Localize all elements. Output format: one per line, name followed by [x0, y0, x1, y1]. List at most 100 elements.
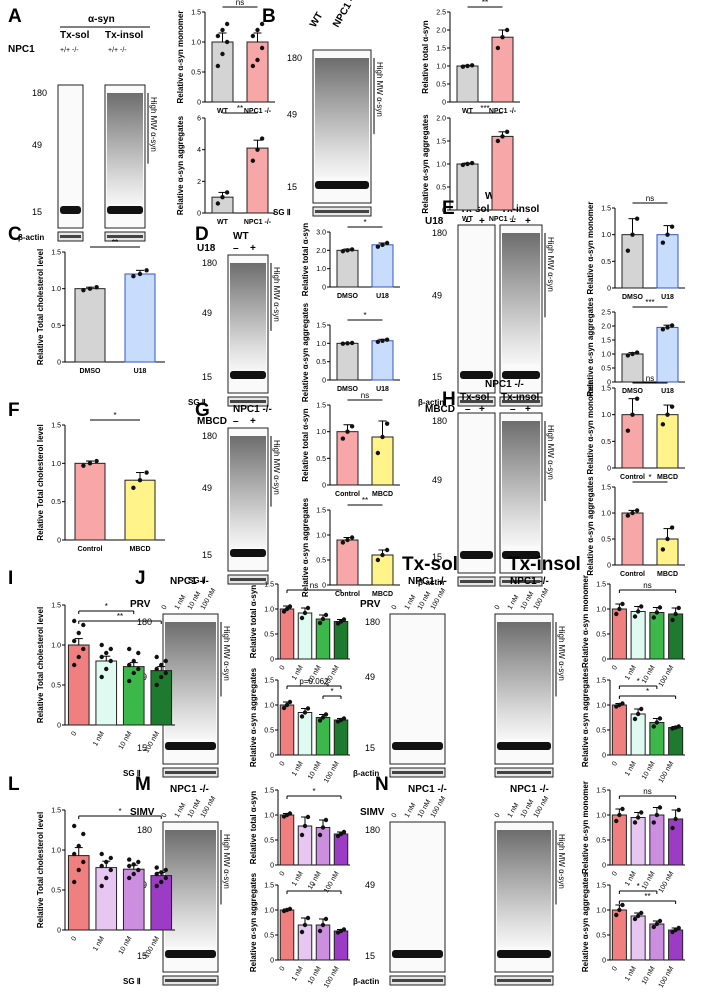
ytick-M2-2: 1.0 [264, 908, 274, 915]
xcat-K2-3: 100 nM [658, 760, 676, 784]
ylabel-B1: Relative total α-syn [421, 20, 430, 93]
ytick-K2-2: 1.0 [596, 703, 606, 710]
gel-N-1-monomer-band [497, 950, 551, 958]
xcat-M2-3: 100 nM [323, 965, 341, 989]
ytick-D1-3: 3.0 [316, 230, 326, 237]
point-N2-0-2 [620, 902, 625, 908]
bar-H1-1 [656, 414, 679, 469]
bar-D2-1 [371, 340, 394, 381]
ytick-D2-2: 1.0 [316, 341, 326, 348]
point-A1-0-3 [215, 33, 221, 39]
ylabel-J1: Relative total α-syn [249, 585, 258, 658]
point-I-2-0 [127, 678, 132, 684]
ytick-F-2: 1.0 [51, 461, 61, 468]
point-E2-0-0 [625, 353, 631, 358]
ytick-N2-3: 1.5 [596, 883, 606, 890]
ytick-I-1: 0.5 [51, 683, 61, 690]
point-N1-0-2 [620, 806, 625, 812]
xcat-E1-0: DMSO [622, 294, 644, 301]
point-L-2-6 [127, 857, 132, 862]
point-F-1-2 [144, 470, 149, 475]
row-label-D: U18 [197, 243, 216, 254]
side-label-M: High MW α-syn [222, 834, 231, 889]
point-K1-3-2 [676, 605, 681, 611]
point-K1-2-1 [654, 610, 660, 615]
ylabel-I: Relative Total cholesterol level [36, 607, 45, 723]
point-H1-0-0 [625, 428, 631, 433]
point-E1-1-1 [665, 232, 670, 237]
xcat-M2-1: 1 nM [291, 965, 305, 982]
ytick-B1-2: 1.0 [436, 64, 446, 71]
point-L-1-3 [99, 863, 104, 869]
point-I-2-1 [131, 670, 136, 676]
ytick-J2-3: 1.5 [264, 678, 274, 685]
loading-band-A-0 [60, 235, 81, 238]
xcat-J2-3: 100 nM [323, 760, 341, 784]
point-I-0-2 [81, 646, 86, 652]
point-L-3-6 [154, 865, 159, 870]
xcat-L-0: 0 [70, 935, 78, 942]
ytick-G2-0: 0 [322, 583, 326, 590]
xcat-H1-0: Control [620, 474, 645, 481]
ytick-J2-2: 1.0 [264, 703, 274, 710]
lane-B-0: WT [308, 11, 325, 30]
ytick-A1-1: 0.5 [191, 70, 201, 77]
point-I-2-2 [136, 666, 141, 672]
gel-D-0-monomer-band [230, 371, 266, 379]
bar-B2-1 [491, 135, 514, 211]
ylabel-L: Relative Total cholesterol level [36, 812, 45, 928]
point-D2-0-1 [345, 341, 350, 346]
gel-H-0 [457, 412, 496, 574]
ytick-B1-1: 0.5 [436, 82, 446, 89]
sig-line-label-I-0: * [105, 602, 108, 611]
ytick-B2-0: 0 [442, 208, 446, 215]
ytick-L-0: 0 [57, 928, 61, 935]
xcat-E2-0: DMSO [622, 388, 644, 395]
sign-D-0: – [233, 243, 239, 254]
row-label-H: MBCD [425, 404, 455, 415]
panel-letter-E: E [442, 198, 455, 219]
row-label-G: MBCD [197, 416, 227, 427]
bar-M2-0 [279, 909, 295, 961]
point-I-3-6 [154, 654, 159, 660]
point-L-0-0 [72, 879, 77, 885]
ytick-A1-2: 1.0 [191, 40, 201, 47]
ytick-J1-0: 0 [270, 657, 274, 664]
loading-label-H: β-actin [418, 578, 444, 587]
ytick-F-1: 0.5 [51, 499, 61, 506]
loading-band-M-0 [165, 979, 216, 982]
point-K1-0-2 [620, 601, 625, 607]
point-K2-1-1 [635, 711, 641, 717]
bar-D1-1 [371, 244, 394, 288]
point-D1-0-0 [340, 249, 346, 254]
ytick-L-2: 1.0 [51, 848, 61, 855]
ytick-A2-1: 2 [197, 179, 201, 186]
xcat-K1-0: 0 [611, 664, 619, 671]
gel-E-1-monomer-band [502, 371, 540, 379]
ytick-N1-3: 1.5 [596, 788, 606, 795]
gel-G-0-monomer-band [230, 549, 266, 557]
ytick-E1-2: 1.0 [601, 232, 611, 239]
loading-band-E-1 [502, 400, 540, 403]
dose-N-0-3: 100 nM [430, 795, 448, 819]
side-label-G: High MW α-syn [272, 440, 281, 495]
xcat-A1-0: WT [217, 108, 229, 115]
point-L-2-5 [136, 859, 141, 865]
sig-line-label-K2-1: * [646, 687, 649, 696]
point-G1-1-1 [380, 434, 385, 440]
xcat-J2-1: 1 nM [291, 760, 305, 777]
xcat-A2-0: WT [217, 219, 229, 226]
point-J1-1-2 [305, 605, 311, 611]
bar-J1-0 [279, 608, 295, 660]
dose-K-1-1: 1 nM [507, 594, 521, 611]
point-L-1-1 [104, 875, 109, 881]
mw-marker-G-1: 49 [202, 483, 212, 493]
ytick-B2-2: 1.0 [436, 162, 446, 169]
mw-marker-E-1: 49 [432, 291, 442, 301]
point-D1-1-0 [375, 244, 381, 249]
ylabel-F: Relative Total cholesterol level [36, 424, 45, 540]
sig-label-D1: * [363, 218, 366, 227]
ytick-E2-1: 0.5 [601, 366, 611, 373]
dose-M-0-1: 1 nM [174, 802, 188, 819]
